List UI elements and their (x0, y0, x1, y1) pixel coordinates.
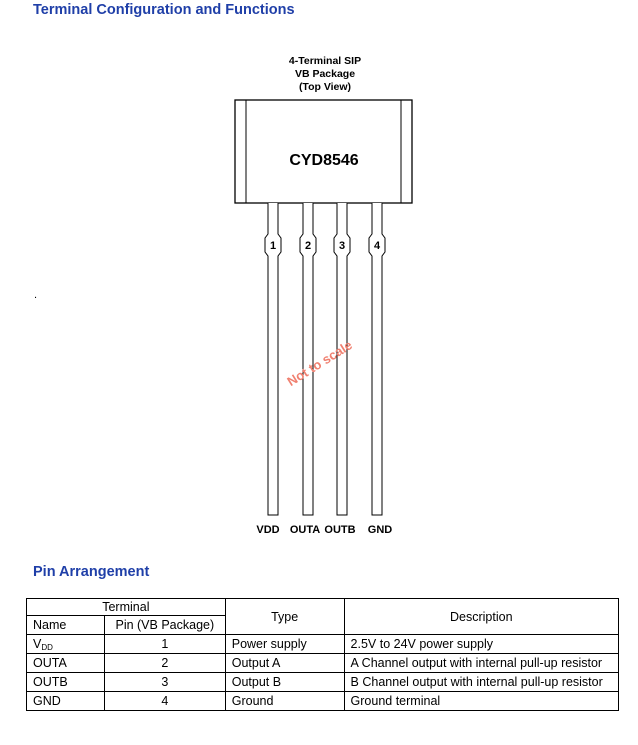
table-header-row-2: Name Pin (VB Package) (26, 615, 619, 635)
section-title-pin-arrangement: Pin Arrangement (33, 564, 150, 580)
cell-description: B Channel output with internal pull-up r… (343, 672, 620, 692)
table-header-row-1: Terminal Type Description (26, 598, 620, 635)
cell-name: OUTB (26, 672, 105, 692)
pin-lead-4: 4 (368, 203, 386, 516)
pin-number-4: 4 (374, 240, 381, 252)
cell-pin: 4 (103, 691, 226, 711)
cell-pin: 2 (103, 653, 226, 673)
package-label-line2: VB Package (294, 68, 356, 80)
cell-pin: 3 (103, 672, 226, 692)
pin-arrangement-table: Terminal Type Description Name Pin (VB P… (26, 598, 620, 711)
header-description: Description (343, 598, 620, 635)
pin-name-gnd: GND (368, 524, 393, 536)
header-name: Name (26, 615, 105, 635)
header-type: Type (224, 598, 345, 635)
pin-name-outb: OUTB (324, 524, 355, 536)
header-pin: Pin (VB Package) (103, 615, 226, 635)
package-label-line3: (Top View) (298, 81, 352, 93)
cell-type: Output A (224, 653, 345, 673)
pin-number-3: 3 (339, 240, 345, 252)
pin-lead-1: 1 (264, 203, 282, 516)
section-title-terminal-configuration: Terminal Configuration and Functions (33, 2, 295, 18)
pin-number-2: 2 (305, 240, 311, 252)
cell-name: VDD (26, 634, 105, 654)
pin-lead-3: 3 (333, 203, 351, 516)
cell-name: OUTA (26, 653, 105, 673)
cell-type: Power supply (224, 634, 345, 654)
pin-number-1: 1 (270, 240, 276, 252)
header-terminal: Terminal (26, 598, 226, 616)
package-body (234, 99, 413, 204)
cell-description: A Channel output with internal pull-up r… (343, 653, 620, 673)
stray-dot: . (34, 289, 38, 301)
cell-description: Ground terminal (343, 691, 620, 711)
cell-type: Output B (224, 672, 345, 692)
cell-type: Ground (224, 691, 345, 711)
cell-pin: 1 (103, 634, 226, 654)
part-number: CYD8546 (289, 152, 358, 169)
cell-name: GND (26, 691, 105, 711)
cell-description: 2.5V to 24V power supply (343, 634, 620, 654)
pin-name-vdd: VDD (256, 524, 279, 536)
pin-lead-2: 2 (299, 203, 317, 516)
package-label-line1: 4-Terminal SIP (288, 55, 362, 67)
pin-name-outa: OUTA (290, 524, 320, 536)
